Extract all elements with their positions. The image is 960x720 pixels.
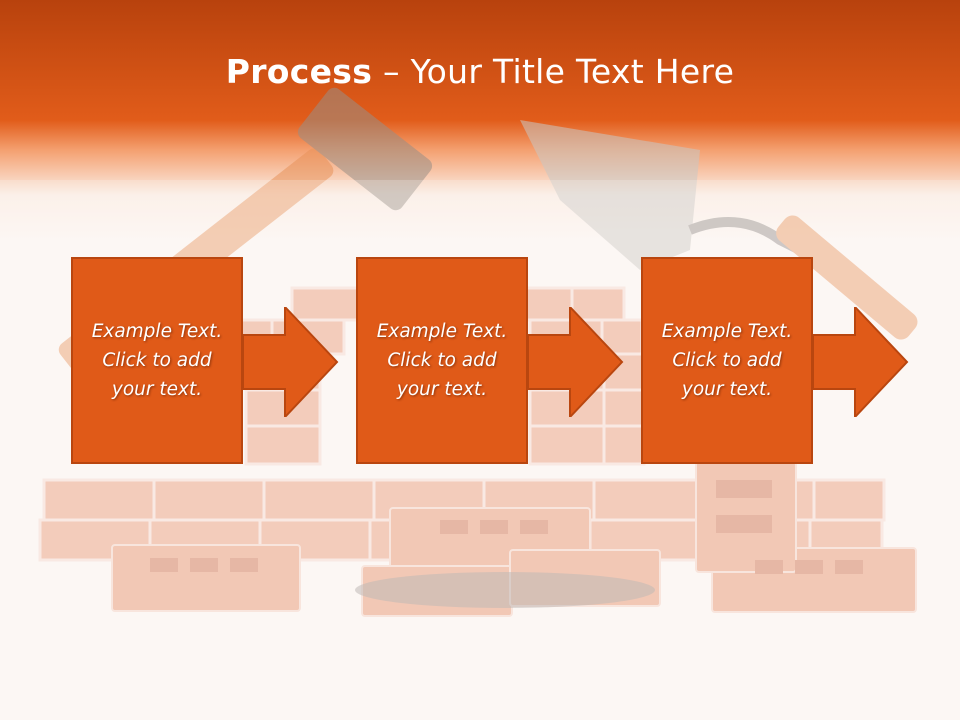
trowel-icon [520,120,918,340]
slide-title[interactable]: Process – Your Title Text Here [0,52,960,91]
step-3-text: Example Text. Click to add your text. [661,321,793,400]
arrow-right-icon [243,307,339,417]
step-1-box[interactable]: Example Text. Click to add your text. [71,257,243,464]
step-2-box[interactable]: Example Text. Click to add your text. [356,257,528,464]
step-1-text: Example Text. Click to add your text. [91,321,223,400]
title-rest: Your Title Text Here [410,52,735,91]
arrow-right-icon [813,307,909,417]
title-dash: – [372,52,411,91]
title-bold: Process [225,52,373,91]
step-3-box[interactable]: Example Text. Click to add your text. [641,257,813,464]
step-2-text: Example Text. Click to add your text. [376,321,508,400]
arrow-right-icon [528,307,624,417]
